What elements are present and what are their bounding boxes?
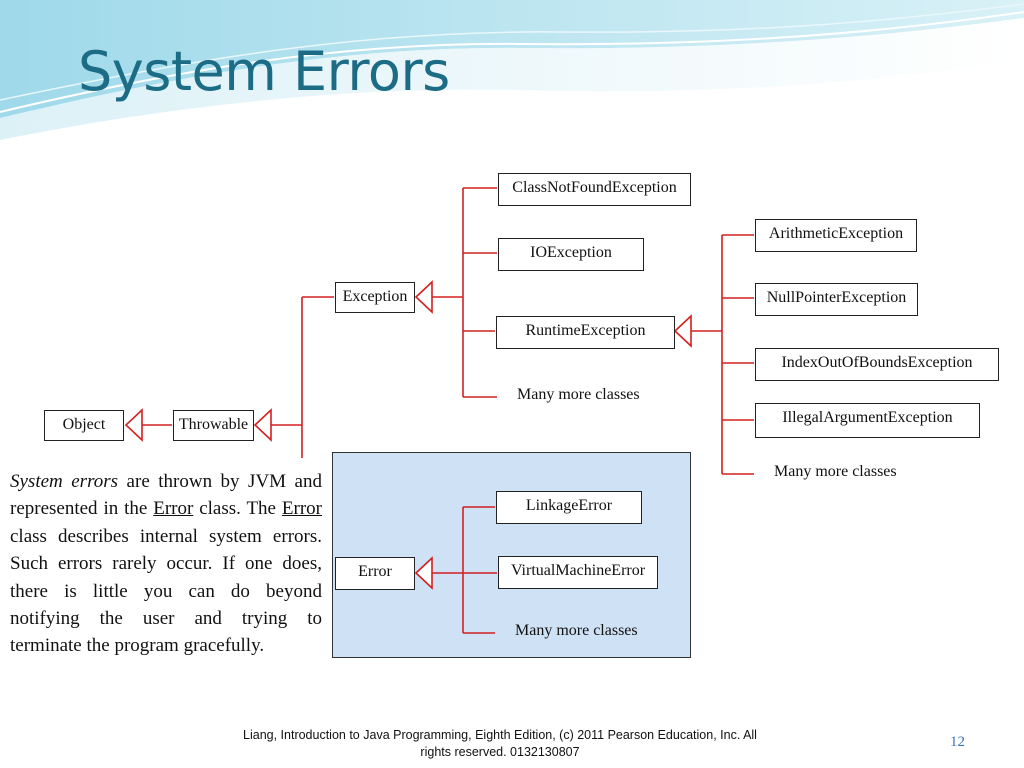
class-box-ioexception: IOException [498,238,644,271]
class-box-virtualmachine: VirtualMachineError [498,556,658,589]
arrowhead-runtime [673,314,692,348]
header-wave-band [0,0,1024,118]
page-number: 12 [950,734,965,750]
class-box-linkage: LinkageError [496,491,642,524]
class-label-error: Error [358,563,392,580]
class-label-arithmetic: ArithmeticException [768,225,904,242]
class-label-object: Object [62,416,106,433]
class-box-runtime: RuntimeException [496,316,675,349]
footer-line-1: Liang, Introduction to Java Programming,… [243,728,757,742]
class-box-arithmetic: ArithmeticException [755,219,917,252]
description-term: System errors [10,471,119,492]
class-box-indexoutofbounds: IndexOutOfBoundsException [755,348,999,381]
description-part-2: class. The [193,498,282,520]
footer-line-2: rights reserved. 0132130807 [420,745,580,759]
label-many-more-runtime: Many more classes [774,463,897,480]
class-box-exception: Exception [335,282,415,313]
header-wave-line-2 [0,3,1024,101]
class-label-classnotfound: ClassNotFoundException [512,179,677,196]
class-label-throwable: Throwable [178,416,249,433]
class-box-error: Error [335,557,415,590]
class-box-nullpointer: NullPointerException [755,283,918,316]
description-part-1: are thrown by JVM and represented in the [10,471,322,520]
class-label-runtime: RuntimeException [525,322,646,339]
error-panel [332,452,691,658]
class-box-illegalargument: IllegalArgumentException [755,403,980,438]
class-label-ioexception: IOException [530,244,612,261]
label-many-more-exception: Many more classes [517,386,640,403]
class-label-nullpointer: NullPointerException [766,289,907,306]
footer-citation: Liang, Introduction to Java Programming,… [200,727,800,761]
class-label-indexoutofbounds: IndexOutOfBoundsException [781,354,973,371]
arrowhead-object [124,408,143,442]
description-class-2: Error [281,498,322,520]
class-box-classnotfound: ClassNotFoundException [498,173,691,206]
description-text: System errors are thrown by JVM and repr… [10,468,322,660]
description-class-1: Error [153,498,194,520]
class-box-object: Object [44,410,124,441]
header-wave-light [0,18,1024,140]
class-label-virtualmachine: VirtualMachineError [510,562,646,579]
arrowhead-throwable [253,408,272,442]
class-box-throwable: Throwable [173,410,254,441]
header-wave-line [0,11,1024,113]
class-label-exception: Exception [342,288,408,305]
arrowhead-error [414,556,433,590]
arrowhead-exception [414,280,433,314]
description-part-3: class describes internal system errors. … [10,525,322,657]
slide-title: System Errors [78,40,450,103]
class-label-illegalargument: IllegalArgumentException [782,409,953,426]
class-label-linkage: LinkageError [525,497,613,514]
label-many-more-error: Many more classes [515,622,638,639]
